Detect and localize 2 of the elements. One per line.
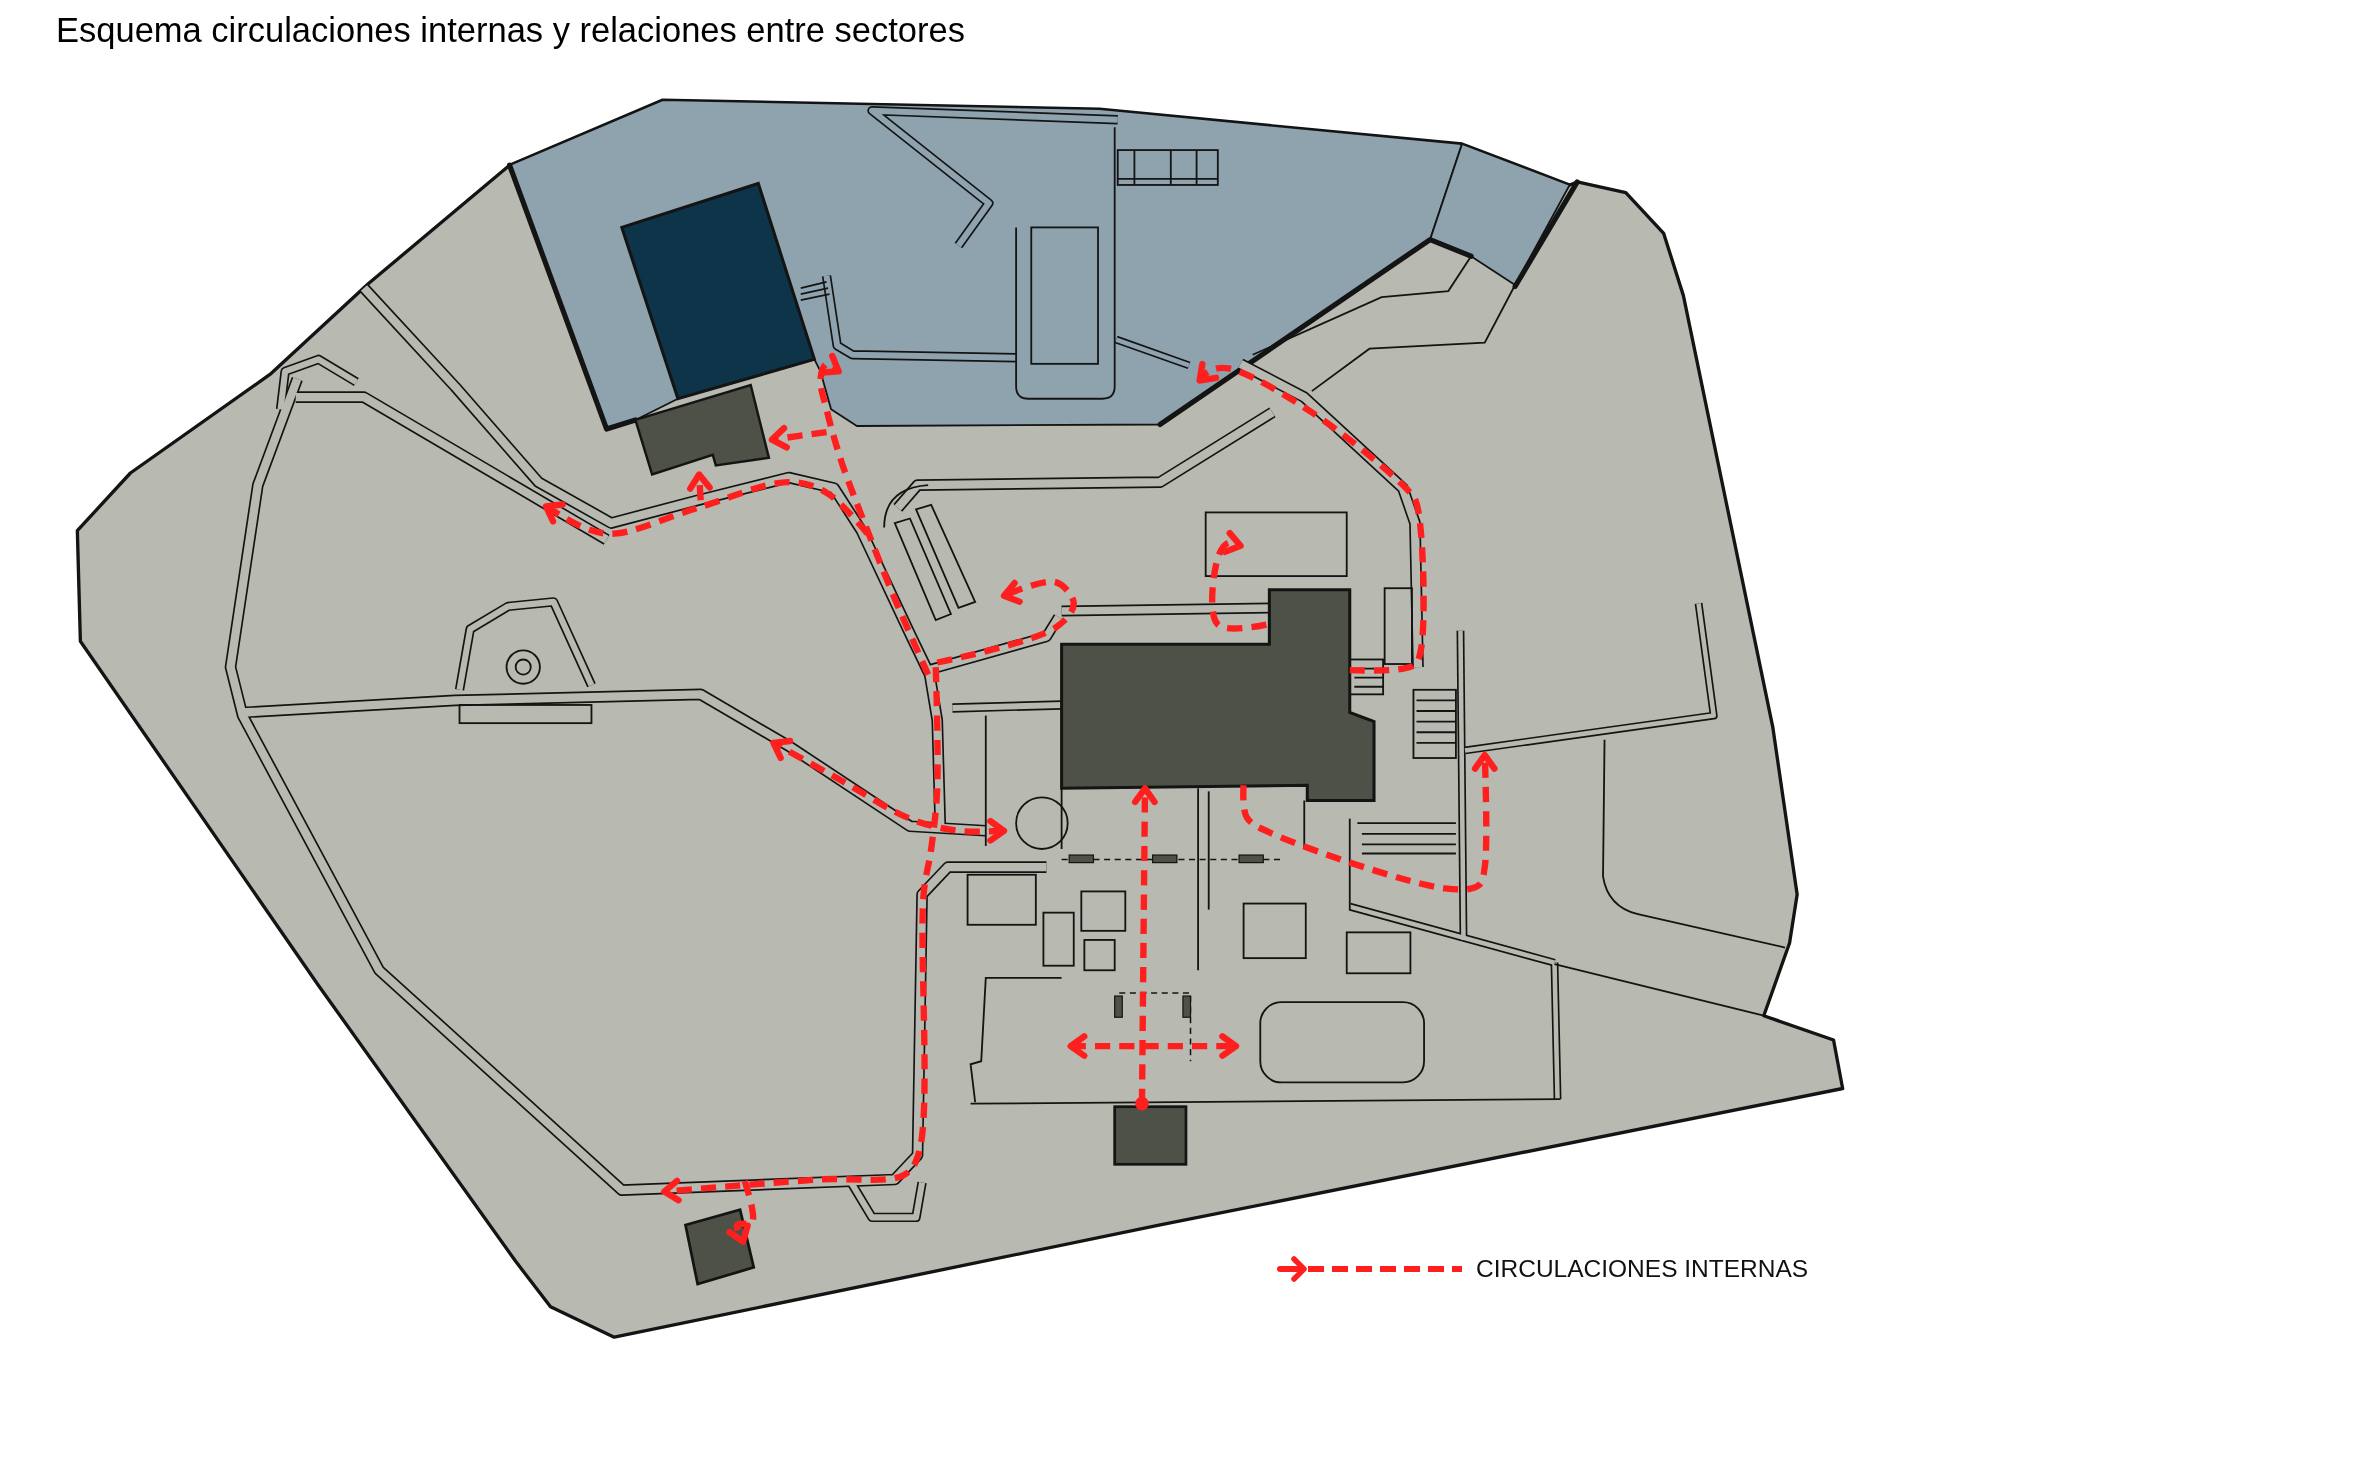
- legend-label: CIRCULACIONES INTERNAS: [1476, 1254, 1809, 1284]
- diagram-title: Esquema circulaciones internas y relaciones entre sectores: [56, 10, 965, 51]
